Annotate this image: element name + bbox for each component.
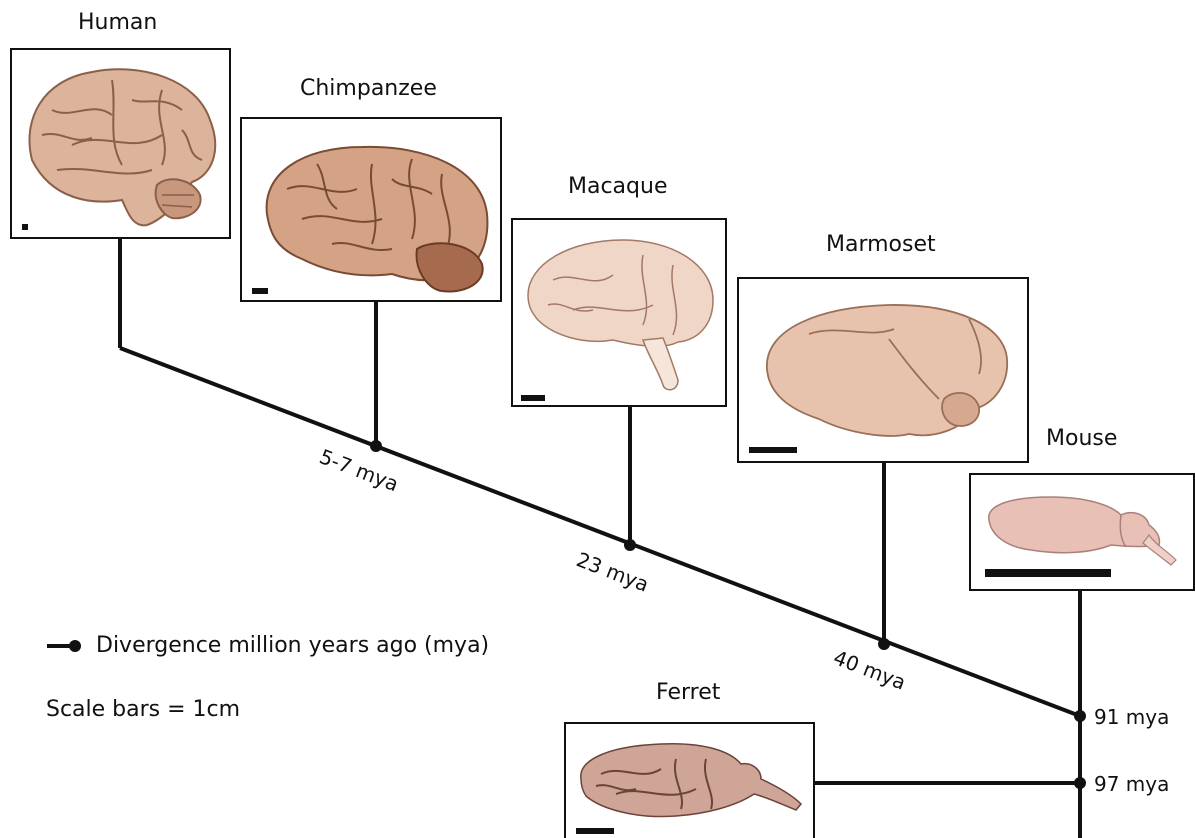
divergence-label-40: 40 mya [830, 645, 909, 694]
node-40mya [878, 638, 890, 650]
legend-scale-text: Scale bars = 1cm [46, 697, 240, 722]
chimpanzee-scale-bar [252, 288, 268, 294]
label-marmoset: Marmoset [826, 232, 936, 257]
macaque-brain-panel [511, 218, 727, 407]
marmoset-brain-image [739, 279, 1027, 461]
divergence-label-91: 91 mya [1094, 705, 1169, 729]
human-brain-panel [10, 48, 231, 239]
marmoset-scale-bar [749, 447, 797, 453]
node-97mya [1074, 777, 1086, 789]
node-23mya [624, 539, 636, 551]
human-brain-image [12, 50, 229, 237]
legend-divergence-text: Divergence million years ago (mya) [96, 633, 489, 658]
ferret-brain-image [566, 724, 813, 838]
divergence-label-97: 97 mya [1094, 772, 1169, 796]
label-mouse: Mouse [1046, 426, 1117, 451]
ferret-scale-bar [576, 828, 614, 834]
mouse-scale-bar [985, 569, 1111, 577]
node-5-7mya [370, 440, 382, 452]
label-chimpanzee: Chimpanzee [300, 76, 437, 101]
macaque-scale-bar [521, 395, 545, 401]
node-91mya [1074, 710, 1086, 722]
mouse-brain-panel [969, 473, 1195, 591]
divergence-label-23: 23 mya [573, 547, 652, 596]
label-macaque: Macaque [568, 174, 667, 199]
chimpanzee-brain-panel [240, 117, 502, 302]
ferret-brain-panel [564, 722, 815, 838]
label-human: Human [78, 10, 157, 35]
human-scale-bar [22, 224, 28, 230]
marmoset-brain-panel [737, 277, 1029, 463]
chimpanzee-brain-image [242, 119, 500, 300]
label-ferret: Ferret [656, 680, 720, 705]
legend-node-icon [69, 640, 81, 652]
macaque-brain-image [513, 220, 725, 405]
